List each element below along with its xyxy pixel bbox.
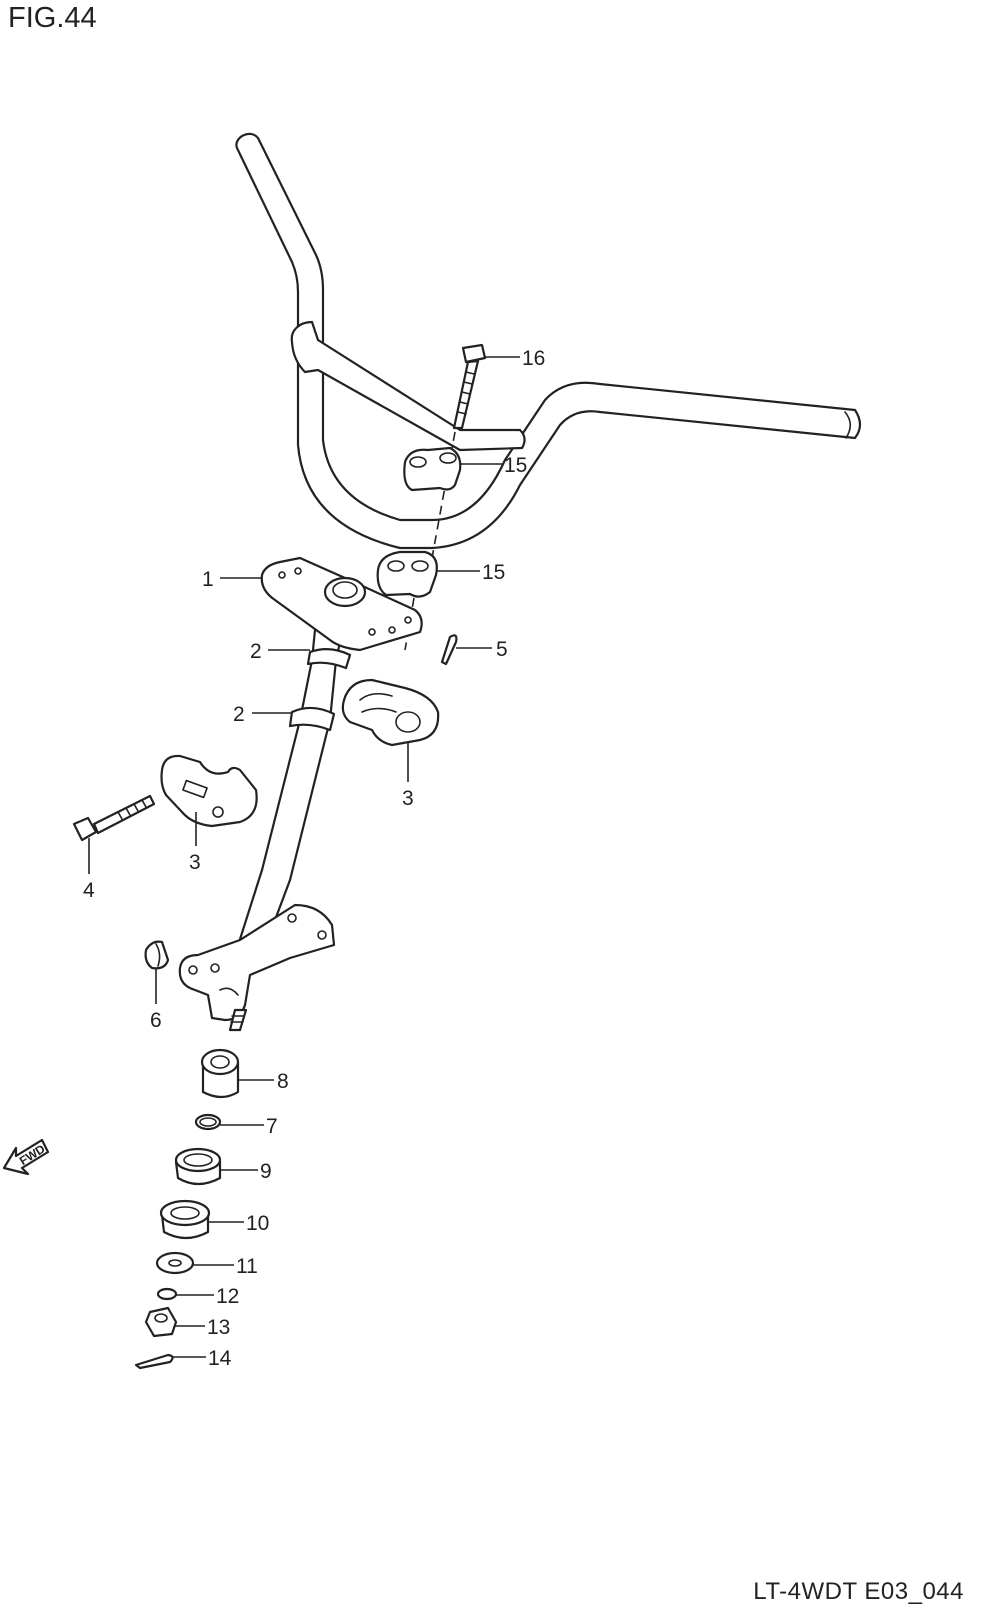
callout-8: 8 xyxy=(277,1070,289,1093)
upper-bracket xyxy=(260,556,423,652)
handlebar-upper-holder xyxy=(403,446,462,492)
callout-15-upper: 15 xyxy=(504,454,527,477)
callout-2-lower: 2 xyxy=(233,703,245,726)
callout-10: 10 xyxy=(246,1212,269,1235)
lock-washer xyxy=(156,1287,178,1301)
handlebar-clamp-bolt xyxy=(452,343,487,430)
callout-5: 5 xyxy=(496,638,508,661)
oil-seal xyxy=(194,1113,222,1131)
shaft-bushing-upper xyxy=(306,648,352,670)
shaft-holder-right xyxy=(341,678,440,747)
callout-9: 9 xyxy=(260,1160,272,1183)
callout-3-left: 3 xyxy=(189,851,201,874)
callout-13: 13 xyxy=(207,1316,230,1339)
shaft-holder-left xyxy=(160,754,258,828)
callout-6: 6 xyxy=(150,1009,162,1032)
handlebar xyxy=(235,132,862,550)
damper-bushing xyxy=(144,940,170,970)
cotter-pin-upper xyxy=(440,634,458,666)
holder-bolt xyxy=(72,794,156,842)
handlebar-lower-holder xyxy=(376,550,438,598)
callout-3-right: 3 xyxy=(402,787,414,810)
callout-16: 16 xyxy=(522,347,545,370)
leader-lines xyxy=(88,356,520,1358)
castle-nut xyxy=(144,1306,178,1338)
callout-2-upper: 2 xyxy=(250,640,262,663)
lower-bracket xyxy=(178,903,336,1022)
washer xyxy=(155,1251,195,1275)
shaft-bearing xyxy=(200,1048,240,1099)
shaft-threaded-end xyxy=(228,1008,248,1032)
callout-7: 7 xyxy=(266,1115,278,1138)
shaft-seal xyxy=(174,1147,222,1186)
callout-labels: 1 2 2 3 3 4 5 6 7 8 9 10 11 12 13 14 15 … xyxy=(83,347,545,1370)
callout-11: 11 xyxy=(236,1255,258,1278)
cotter-pin-lower xyxy=(134,1353,174,1370)
callout-1: 1 xyxy=(202,568,214,591)
forward-direction-arrow: FWD xyxy=(2,1138,50,1176)
callout-12: 12 xyxy=(216,1285,239,1308)
shaft-bushing-lower xyxy=(288,706,336,732)
callout-4: 4 xyxy=(83,879,95,902)
figure-title: FIG.44 xyxy=(8,2,97,34)
callout-14: 14 xyxy=(208,1347,232,1370)
figure-code: LT-4WDT E03_044 xyxy=(753,1578,964,1605)
shaft-lower-holder xyxy=(159,1199,211,1240)
callout-15-lower: 15 xyxy=(482,561,505,584)
